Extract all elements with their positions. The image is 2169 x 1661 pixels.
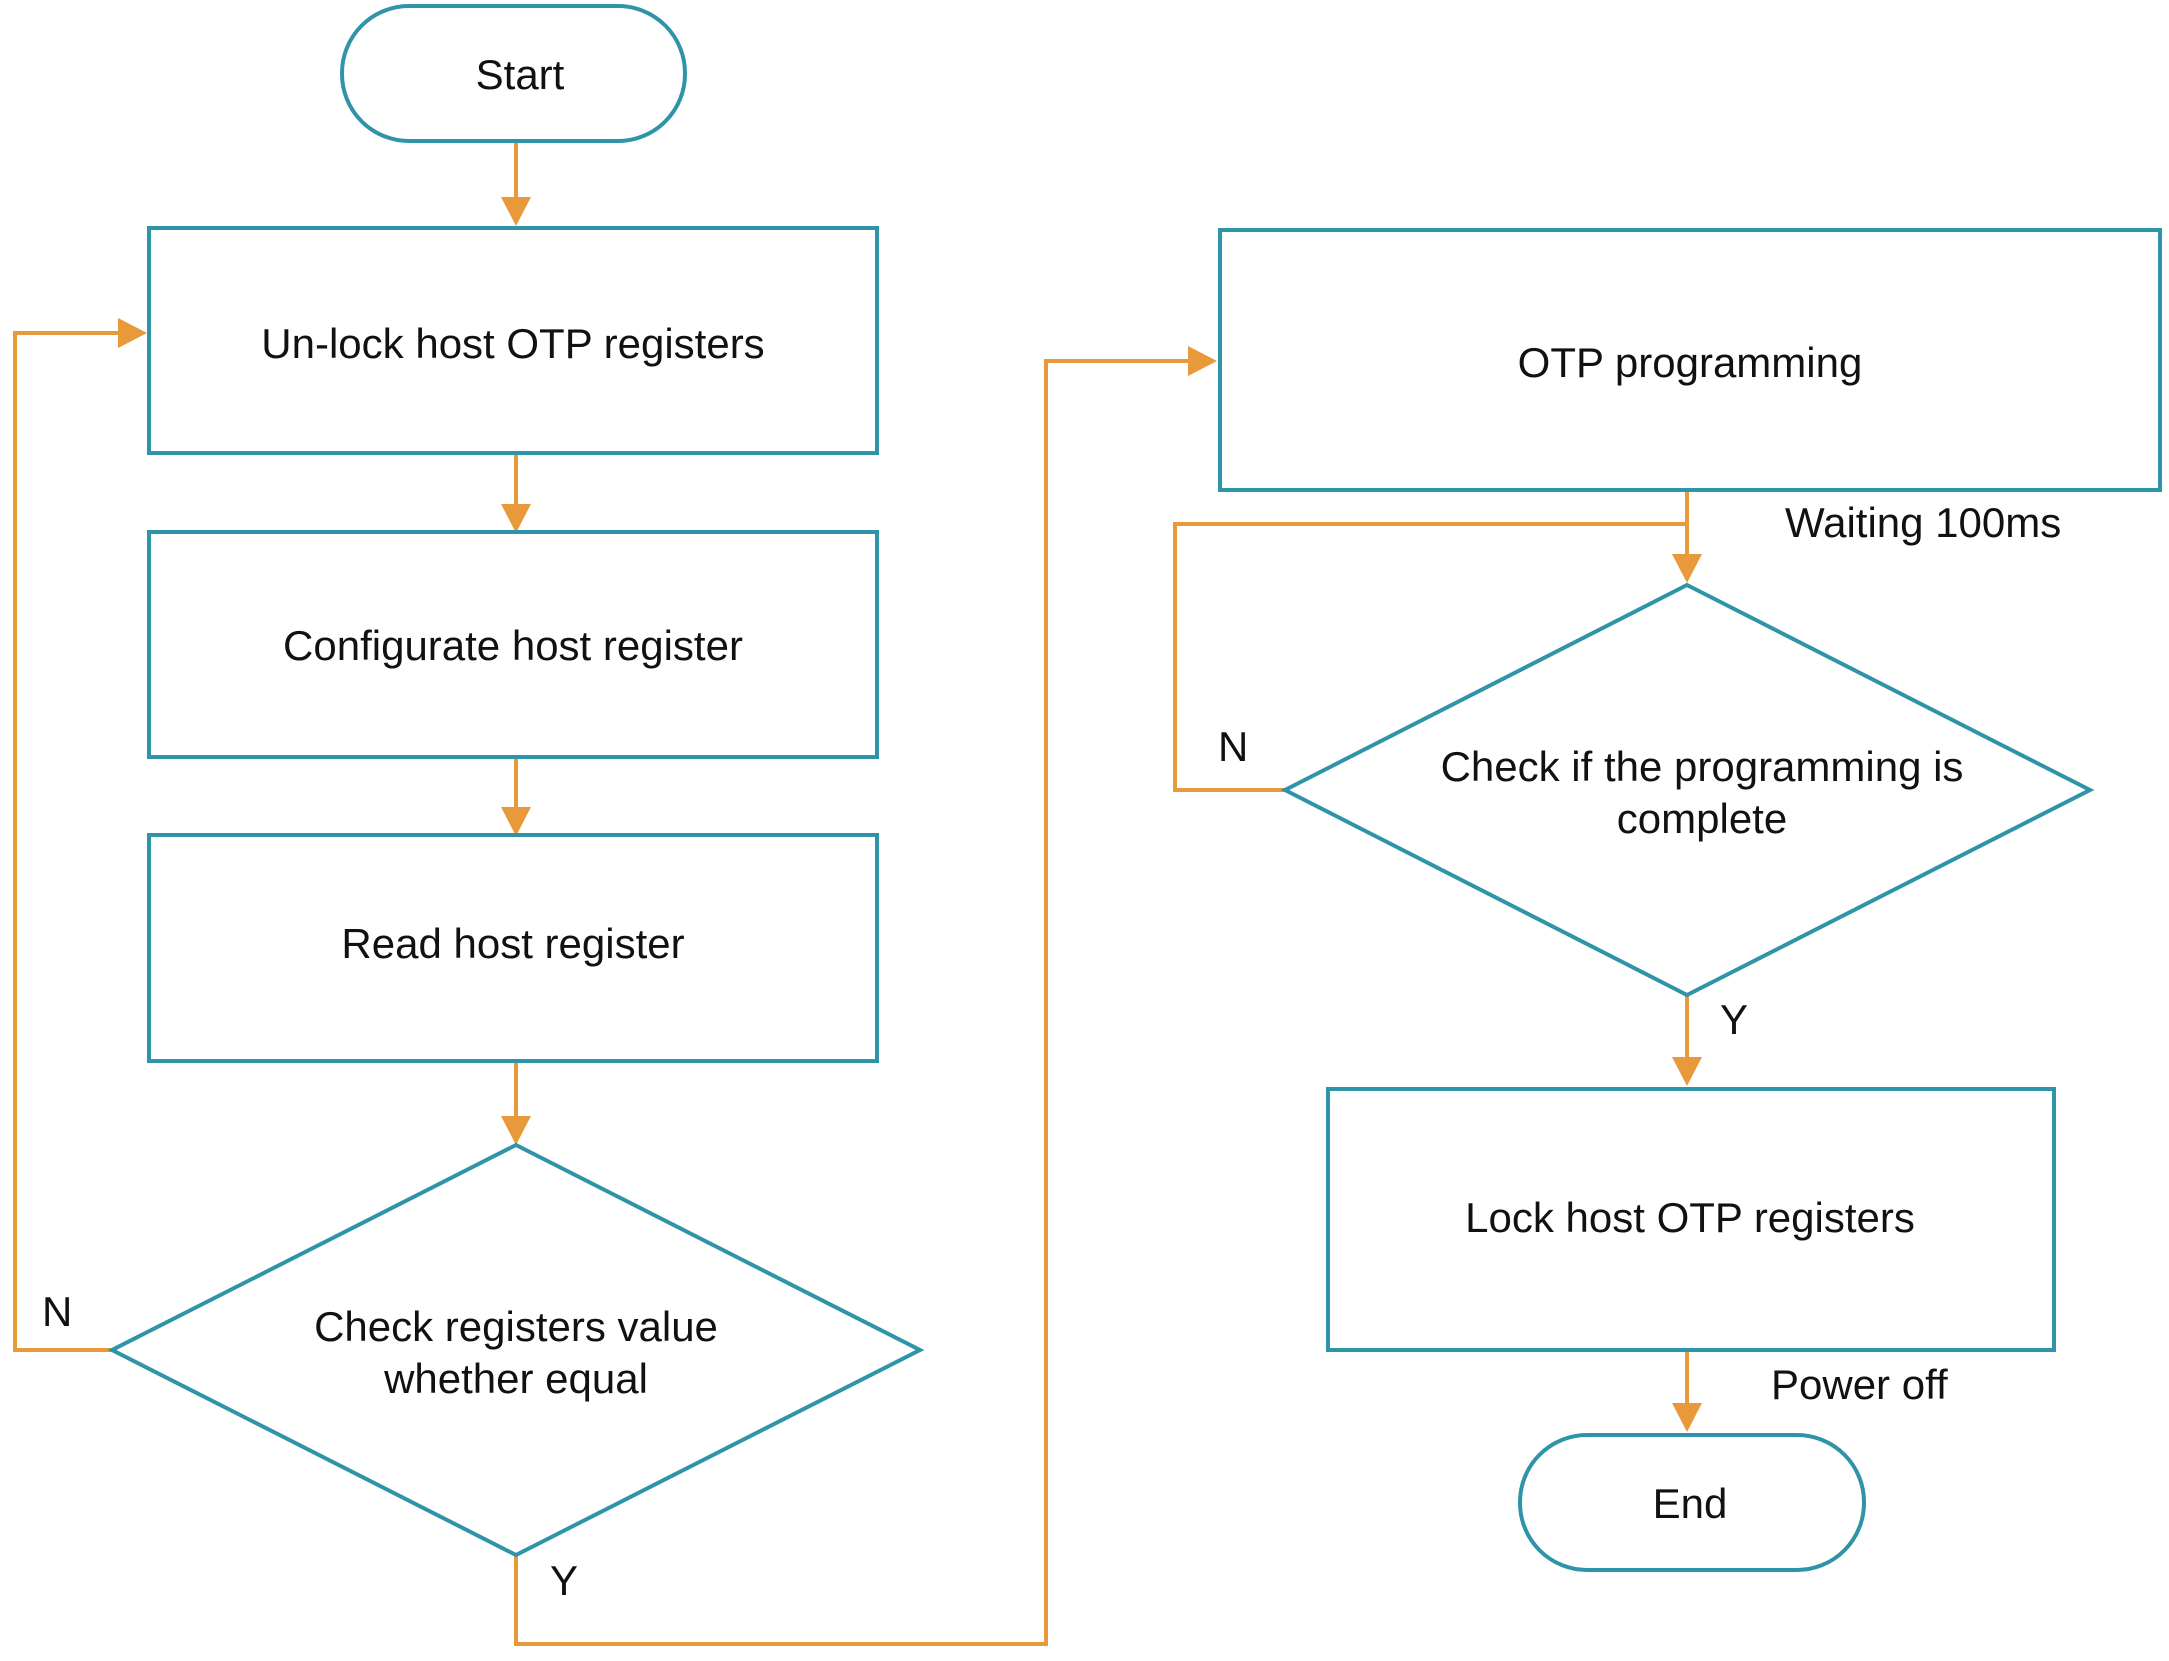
check-equal-yes-label: Y (550, 1557, 578, 1604)
end-label: End (1653, 1480, 1728, 1527)
edge-check-equal-no-loop (13, 331, 120, 1352)
arrowhead-check-complete-yes (1672, 1057, 1702, 1086)
read-process-node: Read host register (147, 833, 879, 1063)
arrowhead-check-equal-no-loop (118, 318, 147, 348)
unlock-process-box (147, 226, 879, 455)
arrowhead-check-equal-yes (1188, 346, 1217, 376)
start-terminal-shape (340, 4, 687, 143)
check-equal-decision-node: Check registers value whether equal (107, 1142, 925, 1558)
lock-process-node: Lock host OTP registers (1326, 1087, 2056, 1352)
arrowhead-configure-to-read (501, 807, 531, 836)
unlock-label: Un-lock host OTP registers (261, 320, 764, 367)
edge-check-equal-yes (514, 359, 1190, 1646)
start-label: Start (476, 51, 565, 98)
arrowhead-start-to-unlock (501, 197, 531, 226)
check-complete-no-label: N (1218, 723, 1248, 770)
read-process-box (147, 833, 879, 1063)
waiting-label: Waiting 100ms (1785, 499, 2061, 546)
end-node: End (1518, 1433, 1866, 1572)
check-complete-label-line2: complete (1617, 795, 1787, 842)
lock-process-box (1326, 1087, 2056, 1352)
arrowhead-otp-to-check-complete (1672, 554, 1702, 583)
check-equal-diamond (107, 1142, 925, 1558)
configure-process-box (147, 530, 879, 759)
start-node: Start (340, 4, 687, 143)
check-equal-label-line1: Check registers value (314, 1303, 718, 1350)
power-off-label: Power off (1771, 1361, 1948, 1408)
arrowhead-read-to-check-equal (501, 1116, 531, 1145)
edge-check-complete-no-loop (1173, 522, 1687, 792)
arrowhead-unlock-to-configure (501, 504, 531, 533)
check-equal-label-line2: whether equal (383, 1355, 648, 1402)
check-complete-decision-node: Check if the programming is complete (1280, 582, 2095, 998)
otp-programming-process-node: OTP programming (1218, 228, 2162, 492)
configure-label: Configurate host register (283, 622, 743, 669)
edge-labels: N Y Waiting 100ms N Y Power off (42, 499, 2061, 1604)
check-complete-label-line1: Check if the programming is (1441, 743, 1964, 790)
otp-programming-label: OTP programming (1518, 339, 1863, 386)
lock-label: Lock host OTP registers (1465, 1194, 1915, 1241)
end-terminal-shape (1518, 1433, 1866, 1572)
otp-programming-process-box (1218, 228, 2162, 492)
arrowhead-lock-to-end (1672, 1403, 1702, 1432)
check-complete-diamond (1280, 582, 2095, 998)
nodes: Start Un-lock host OTP registers Configu… (107, 4, 2162, 1572)
connectors (13, 141, 1702, 1646)
unlock-process-node: Un-lock host OTP registers (147, 226, 879, 455)
configure-process-node: Configurate host register (147, 530, 879, 759)
check-complete-yes-label: Y (1720, 996, 1748, 1043)
read-label: Read host register (341, 920, 684, 967)
check-equal-no-label: N (42, 1288, 72, 1335)
